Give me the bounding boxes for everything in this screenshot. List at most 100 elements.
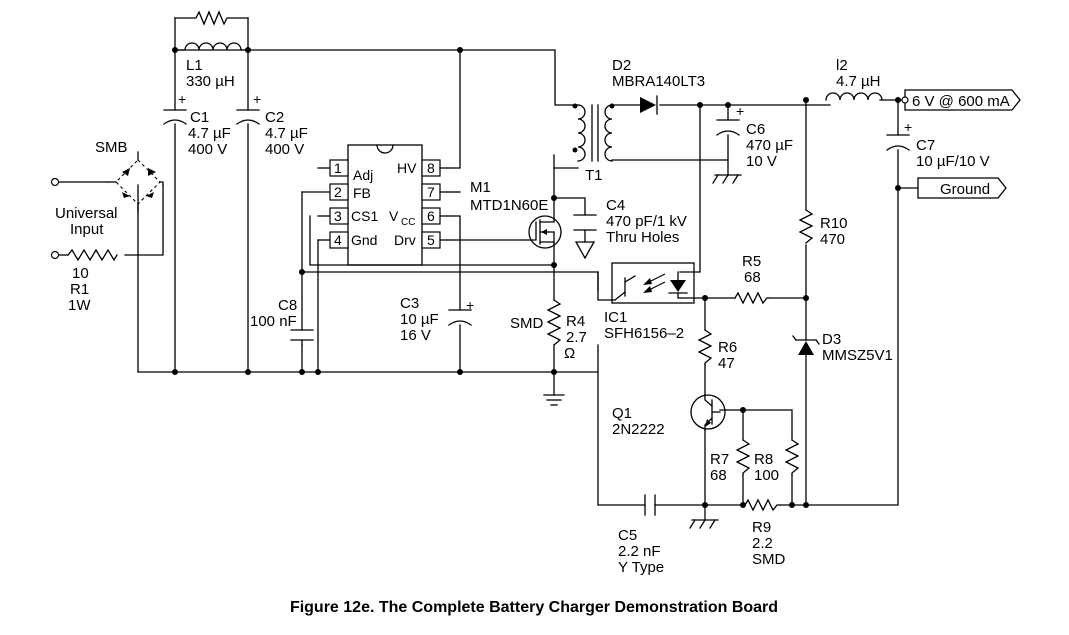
label-m1-part: MTD1N60E <box>470 197 548 214</box>
label-d2-part: MBRA140LT3 <box>612 73 705 90</box>
label-c1-value: 4.7 µF <box>188 125 231 142</box>
label-q1-part: 2N2222 <box>612 421 665 438</box>
chassis-ground-q1 <box>689 519 719 529</box>
label-q1-ref: Q1 <box>612 405 632 422</box>
label-r4-smd: SMD <box>510 315 544 332</box>
label-r4-ref: R4 <box>566 313 585 330</box>
label-input-1: Universal <box>55 205 118 222</box>
label-c4-value: 470 pF/1 kV <box>606 213 687 230</box>
label-r5-ref: R5 <box>742 253 761 270</box>
label-l1-value: 330 µH <box>186 73 235 90</box>
r5-resistor <box>734 291 771 305</box>
label-c2-value: 4.7 µF <box>265 125 308 142</box>
ic-pin4-num: 4 <box>334 232 342 248</box>
label-c2-voltage: 400 V <box>265 141 304 158</box>
label-r4-unit: Ω <box>564 345 575 362</box>
c7-plus: + <box>904 119 912 135</box>
label-output: 6 V @ 600 mA <box>912 93 1010 110</box>
d2-diode <box>640 95 658 115</box>
r8-resistor <box>784 439 800 476</box>
ic-pin6-num: 6 <box>427 208 435 224</box>
figure-caption: Figure 12e. The Complete Battery Charger… <box>290 599 778 616</box>
c1-plus: + <box>178 91 186 107</box>
l2-inductor <box>825 92 883 101</box>
l1-inductor <box>174 42 249 51</box>
label-ic1-part: SFH6156–2 <box>604 325 684 342</box>
c6-plus: + <box>736 103 744 119</box>
label-c6-ref: C6 <box>746 121 765 138</box>
ground-terminal <box>917 177 1007 199</box>
ic-pin3-num: 3 <box>334 208 342 224</box>
ic1-optocoupler <box>611 262 695 304</box>
ic-pin5-name: Drv <box>394 232 416 248</box>
c2-plus: + <box>253 91 261 107</box>
label-c4-note: Thru Holes <box>606 229 679 246</box>
label-c2-ref: C2 <box>265 109 284 126</box>
label-r6-value: 47 <box>718 355 735 372</box>
c7-capacitor <box>886 134 910 151</box>
chassis-ground-c6 <box>712 174 742 184</box>
r4-resistor <box>546 299 562 346</box>
label-ground: Ground <box>940 181 990 198</box>
label-t1-ref: T1 <box>585 167 603 184</box>
ic-pin1-name: Adj <box>353 167 373 183</box>
label-c1-voltage: 400 V <box>188 141 227 158</box>
label-r1-power: 1W <box>68 297 91 314</box>
ic-pin1-num: 1 <box>334 160 342 176</box>
m1-mosfet <box>527 215 562 249</box>
label-c1-ref: C1 <box>190 109 209 126</box>
ic-pin3-name: CS1 <box>351 208 378 224</box>
t1-transformer <box>577 104 613 162</box>
component-labels: SMB Universal Input 10 R1 1W L1 330 µH +… <box>55 57 1010 576</box>
ic-pin6-name: V <box>389 208 399 224</box>
label-r1-ref: R1 <box>70 281 89 298</box>
label-r9-value: 2.2 <box>752 535 773 552</box>
label-d3-ref: D3 <box>822 331 841 348</box>
c3-plus: + <box>466 297 474 313</box>
r7-resistor <box>735 439 751 476</box>
output-terminal <box>901 89 1021 111</box>
label-r6-ref: R6 <box>718 339 737 356</box>
label-r4-value: 2.7 <box>566 329 587 346</box>
r10-resistor <box>798 209 814 244</box>
label-c3-ref: C3 <box>400 295 419 312</box>
label-r8-ref: R8 <box>754 451 773 468</box>
ic-pin5-num: 5 <box>427 232 435 248</box>
ic-pin2-num: 2 <box>334 184 342 200</box>
junction-dots <box>172 47 901 508</box>
label-c3-value: 10 µF <box>400 311 439 328</box>
ic-pin2-name: FB <box>353 185 371 201</box>
wires <box>54 17 919 521</box>
controller-ic: 1 2 3 4 8 7 6 5 Adj FB CS1 Gnd HV V CC D… <box>329 144 449 266</box>
label-c8-value: 100 nF <box>250 313 297 330</box>
label-ic1-ref: IC1 <box>604 309 627 326</box>
label-d3-part: MMSZ5V1 <box>822 347 893 364</box>
label-r10-value: 470 <box>820 231 845 248</box>
label-c7-value: 10 µF/10 V <box>916 153 990 170</box>
c3-capacitor <box>448 309 472 326</box>
ic-pin8-name: HV <box>397 160 417 176</box>
label-r7-value: 68 <box>710 467 727 484</box>
r6-resistor <box>697 329 713 366</box>
c2-capacitor <box>236 109 260 125</box>
label-c5-value: 2.2 nF <box>618 543 661 560</box>
label-c4-ref: C4 <box>606 197 625 214</box>
label-input-2: Input <box>70 221 104 238</box>
label-r9-ref: R9 <box>752 519 771 536</box>
r1-resistor <box>67 248 118 262</box>
ic-pin8-num: 8 <box>427 160 435 176</box>
label-c7-ref: C7 <box>916 137 935 154</box>
label-r7-ref: R7 <box>710 451 729 468</box>
label-r10-ref: R10 <box>820 215 848 232</box>
label-c5-ref: C5 <box>618 527 637 544</box>
label-l2-ref: l2 <box>836 57 848 74</box>
c6-capacitor <box>716 119 740 136</box>
label-c6-voltage: 10 V <box>746 153 777 170</box>
c8-capacitor <box>290 329 314 346</box>
label-m1-ref: M1 <box>470 179 491 196</box>
label-c5-type: Y Type <box>618 559 664 576</box>
label-l2-value: 4.7 µH <box>836 73 881 90</box>
label-r5-value: 68 <box>744 269 761 286</box>
label-r1-value: 10 <box>72 265 89 282</box>
